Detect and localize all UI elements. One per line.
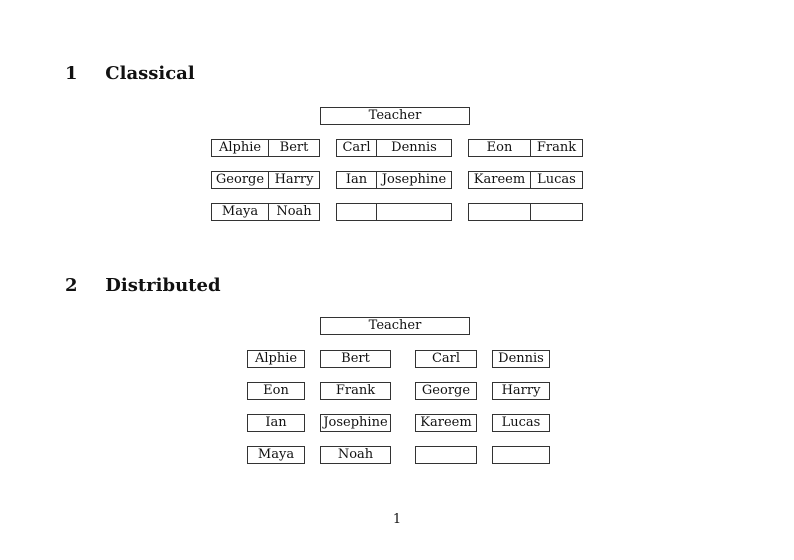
single-desk-empty (415, 446, 477, 464)
seat-cell: Noah (276, 204, 312, 219)
desk-pair: Maya Noah (211, 203, 320, 221)
seat-cell: Carl (337, 140, 377, 156)
single-desk: Noah (320, 446, 391, 464)
single-desk: Alphie (247, 350, 305, 368)
seat-cell: Frank (536, 140, 577, 155)
seat-cell: George (212, 172, 269, 188)
seat-cell (469, 204, 531, 220)
single-desk: Frank (320, 382, 391, 400)
desk-pair-empty (336, 203, 452, 221)
seat-cell (531, 204, 582, 220)
single-desk: Dennis (492, 350, 550, 368)
section-number: 1 (65, 63, 78, 84)
section-heading-distributed: 2 Distributed (65, 275, 221, 296)
teacher-label: Teacher (368, 108, 422, 123)
desk-pair: George Harry (211, 171, 320, 189)
single-desk: Eon (247, 382, 305, 400)
seat-cell: Dennis (391, 140, 437, 155)
single-desk: Maya (247, 446, 305, 464)
seat-cell: Harry (274, 172, 314, 187)
section-number: 2 (65, 275, 78, 296)
seat-cell: Lucas (537, 172, 576, 187)
seat-cell: Bert (279, 140, 309, 155)
single-desk: Lucas (492, 414, 550, 432)
seat-cell: Alphie (212, 140, 269, 156)
desk-pair: Carl Dennis (336, 139, 452, 157)
desk-pair-empty (468, 203, 583, 221)
single-desk: Harry (492, 382, 550, 400)
seat-cell (337, 204, 377, 220)
teacher-box: Teacher (320, 107, 470, 125)
section-title: Classical (105, 63, 195, 84)
seat-cell: Eon (469, 140, 531, 156)
single-desk: Carl (415, 350, 477, 368)
section-heading-classical: 1 Classical (65, 63, 195, 84)
seat-cell (377, 204, 451, 220)
single-desk: Kareem (415, 414, 477, 432)
single-desk: Josephine (320, 414, 391, 432)
seat-cell: Kareem (469, 172, 531, 188)
single-desk-empty (492, 446, 550, 464)
teacher-box: Teacher (320, 317, 470, 335)
single-desk: George (415, 382, 477, 400)
desk-pair: Eon Frank (468, 139, 583, 157)
teacher-label: Teacher (368, 318, 422, 333)
desk-pair: Ian Josephine (336, 171, 452, 189)
single-desk: Bert (320, 350, 391, 368)
section-title: Distributed (105, 275, 221, 296)
seat-cell: Maya (212, 204, 269, 220)
single-desk: Ian (247, 414, 305, 432)
desk-pair: Kareem Lucas (468, 171, 583, 189)
desk-pair: Alphie Bert (211, 139, 320, 157)
seat-cell: Josephine (381, 172, 447, 187)
page-number: 1 (392, 512, 402, 527)
seat-cell: Ian (337, 172, 377, 188)
